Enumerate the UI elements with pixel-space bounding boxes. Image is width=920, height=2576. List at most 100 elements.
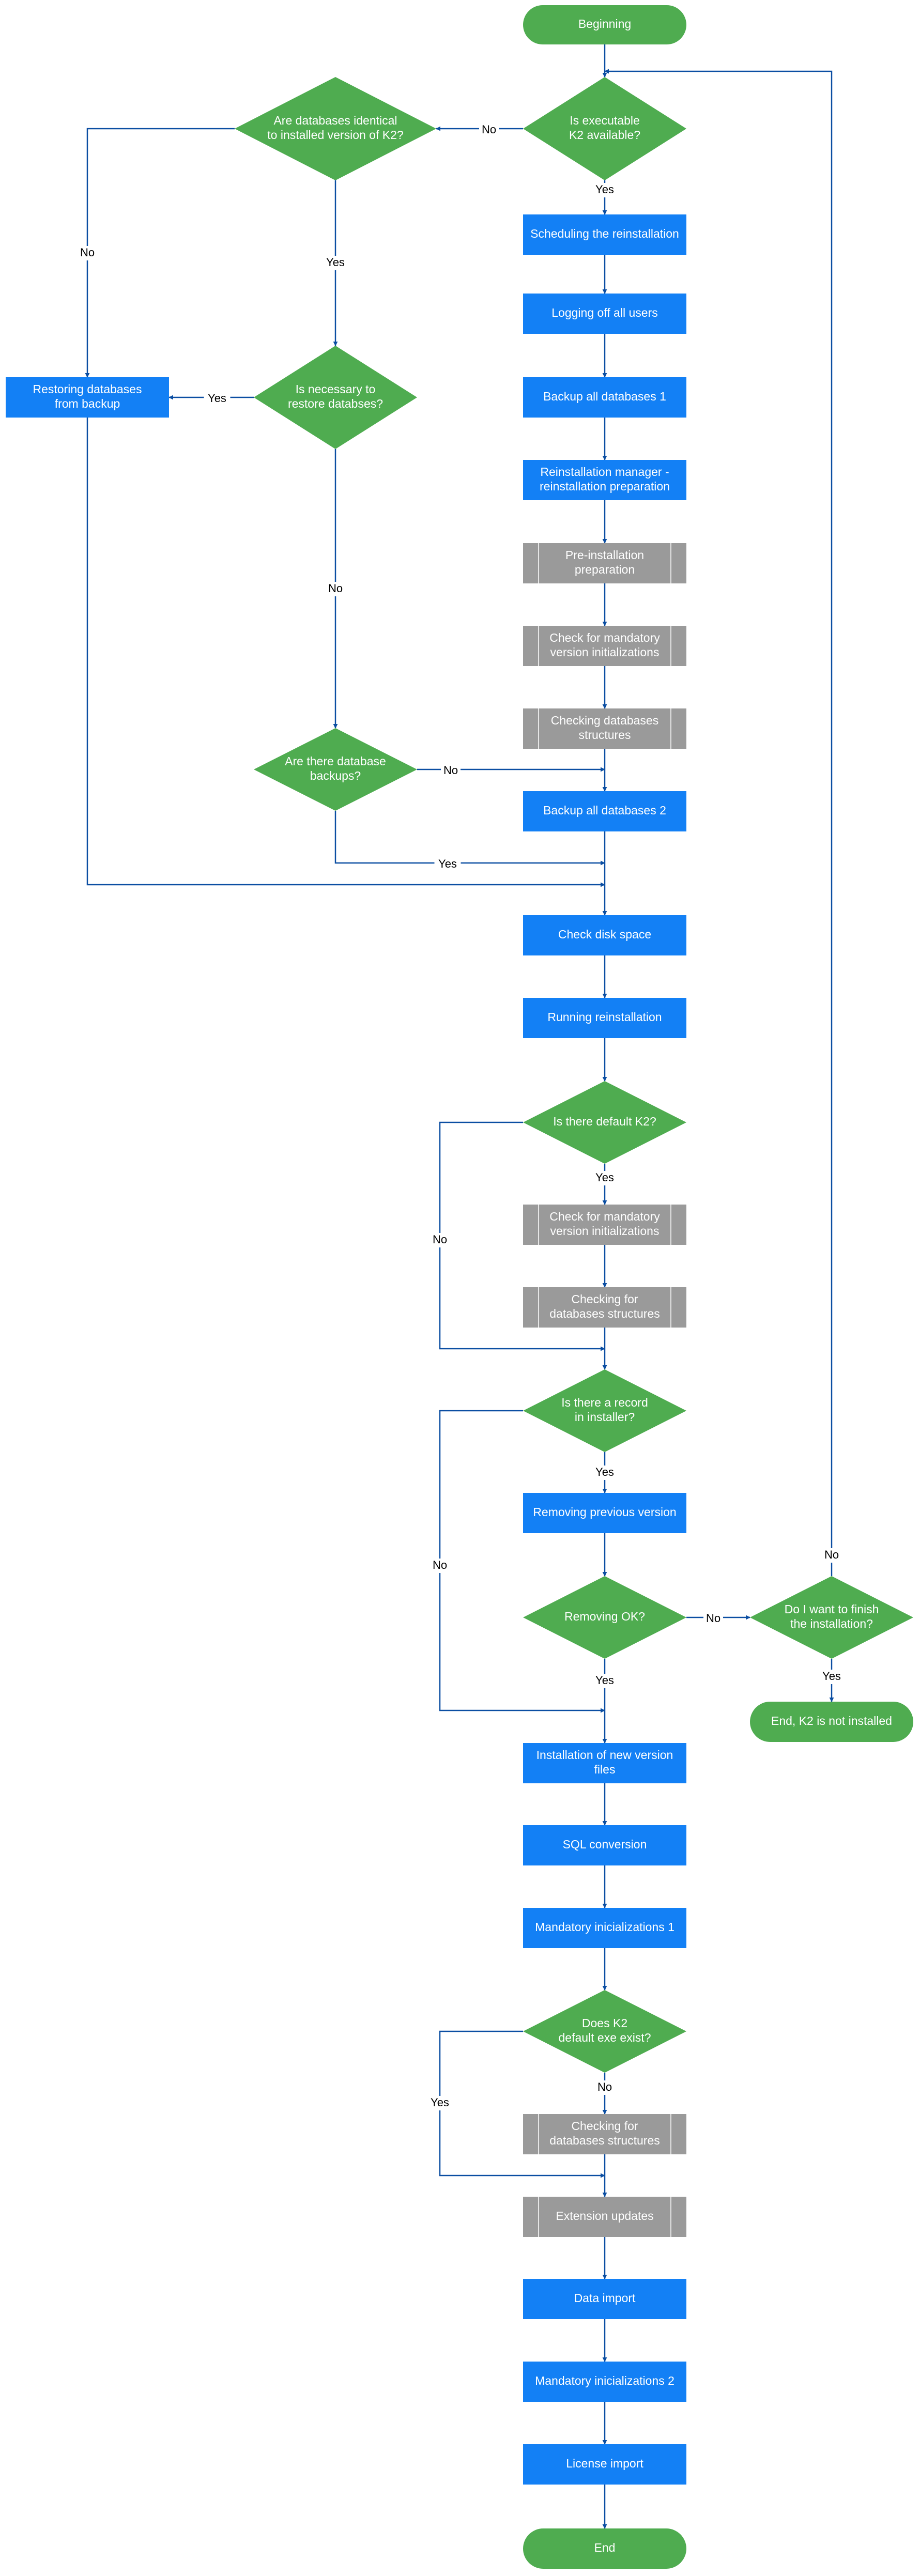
node-mand-init2[interactable]: Mandatory inicializations 2 bbox=[523, 2362, 686, 2402]
node-label-line: in installer? bbox=[575, 1410, 635, 1424]
edge-label-finish-inst-to-end-not-installed: Yes bbox=[818, 1670, 845, 1684]
node-label-line: Backup all databases 2 bbox=[543, 804, 666, 817]
node-backup2[interactable]: Backup all databases 2 bbox=[523, 791, 686, 831]
edge-label-text: Yes bbox=[822, 1670, 841, 1683]
node-removing-prev[interactable]: Removing previous version bbox=[523, 1493, 686, 1533]
node-default-k2[interactable]: Is there default K2? bbox=[523, 1081, 686, 1164]
edge-label-are-backups-to-backup2: No bbox=[441, 764, 461, 778]
process-box bbox=[523, 460, 686, 500]
node-label-line: Check for mandatory bbox=[549, 1210, 660, 1223]
node-sql-conv[interactable]: SQL conversion bbox=[523, 1825, 686, 1865]
node-license-import[interactable]: License import bbox=[523, 2444, 686, 2485]
edge-label-text: No bbox=[80, 246, 95, 259]
node-label-line: SQL conversion bbox=[563, 1838, 647, 1851]
edge-label-text: No bbox=[706, 1612, 720, 1625]
edge-label-removing-ok-to-finish-inst: No bbox=[703, 1612, 723, 1626]
node-label-line: Removing previous version bbox=[533, 1505, 676, 1519]
node-label-line: Data import bbox=[574, 2291, 636, 2305]
edge-label-default-exe-to-checking-db3: No bbox=[595, 2080, 615, 2095]
node-beginning[interactable]: Beginning bbox=[523, 5, 686, 44]
edge-label-record-inst-to-install-new: No bbox=[430, 1559, 450, 1573]
node-label-line: to installed version of K2? bbox=[267, 128, 403, 142]
process-box bbox=[523, 2444, 686, 2485]
node-scheduling[interactable]: Scheduling the reinstallation bbox=[523, 214, 686, 255]
edge-are-db-identical-to-restoring bbox=[85, 128, 235, 378]
edge-record-inst-to-install-new bbox=[439, 1410, 605, 1713]
node-label-line: Check for mandatory bbox=[549, 631, 660, 644]
decision-diamond bbox=[523, 1576, 686, 1659]
node-label-line: Running reinstallation bbox=[547, 1010, 662, 1024]
node-label-line: Pre-installation bbox=[565, 548, 644, 562]
edge-labels: NoYesNoYesYesNoNoYesYesNoYesNoYesNoYesNo… bbox=[78, 123, 845, 2110]
node-logging-off[interactable]: Logging off all users bbox=[523, 294, 686, 334]
node-reinst-mgr[interactable]: Reinstallation manager -reinstallation p… bbox=[523, 460, 686, 500]
node-label-line: Installation of new version bbox=[536, 1748, 673, 1762]
node-disk-space[interactable]: Check disk space bbox=[523, 915, 686, 955]
edge-label-background bbox=[204, 392, 231, 406]
decision-diamond bbox=[254, 728, 417, 811]
node-label-line: Checking databases bbox=[551, 714, 658, 727]
decision-diamond bbox=[523, 1081, 686, 1164]
subprocess-box bbox=[523, 543, 686, 583]
process-box bbox=[523, 791, 686, 831]
subprocess-box bbox=[523, 1205, 686, 1245]
subprocess-box bbox=[523, 1287, 686, 1328]
node-data-import[interactable]: Data import bbox=[523, 2279, 686, 2319]
subprocess-box bbox=[523, 2114, 686, 2154]
node-label-line: Is there a record bbox=[561, 1396, 648, 1409]
edge-label-default-k2-to-record-inst: No bbox=[430, 1233, 450, 1247]
edge-restoring-to-disk-space bbox=[86, 418, 605, 887]
node-label-line: preparation bbox=[575, 563, 635, 576]
node-running[interactable]: Running reinstallation bbox=[523, 998, 686, 1038]
edge-label-is-necessary-to-restoring: Yes bbox=[204, 392, 231, 406]
edge-label-is-necessary-to-are-backups: No bbox=[326, 582, 345, 596]
node-label-line: default exe exist? bbox=[558, 2031, 651, 2044]
edge-label-background bbox=[591, 183, 618, 197]
node-end[interactable]: End bbox=[523, 2528, 686, 2569]
edge-label-text: No bbox=[824, 1548, 839, 1561]
edge-label-text: No bbox=[433, 1233, 447, 1246]
process-box bbox=[523, 998, 686, 1038]
node-label-line: Beginning bbox=[578, 17, 631, 30]
node-mand-init1[interactable]: Mandatory inicializations 1 bbox=[523, 1908, 686, 1948]
node-label-line: reinstallation preparation bbox=[540, 480, 670, 493]
process-box bbox=[523, 915, 686, 955]
edge-label-background bbox=[78, 246, 97, 260]
node-ext-updates[interactable]: Extension updates bbox=[523, 2197, 686, 2237]
node-removing-ok[interactable]: Removing OK? bbox=[523, 1576, 686, 1659]
process-box bbox=[523, 2362, 686, 2402]
subprocess-box bbox=[523, 2197, 686, 2237]
edge-label-is-exe-to-scheduling: Yes bbox=[591, 183, 618, 197]
edge-label-are-backups-to-disk-space: Yes bbox=[434, 857, 461, 872]
node-label-line: Restoring databases bbox=[33, 382, 142, 396]
node-backup1[interactable]: Backup all databases 1 bbox=[523, 377, 686, 418]
node-label-line: files bbox=[594, 1763, 616, 1776]
decision-diamond bbox=[523, 1369, 686, 1452]
node-label-line: End bbox=[594, 2541, 616, 2554]
node-end-not-installed[interactable]: End, K2 is not installed bbox=[750, 1702, 913, 1742]
edge-label-text: Yes bbox=[438, 857, 457, 870]
edge-label-background bbox=[703, 1612, 723, 1626]
node-label-line: databases structures bbox=[549, 1307, 660, 1320]
edge-finish-inst-to-is-exe bbox=[604, 69, 833, 1576]
node-label-line: Mandatory inicializations 2 bbox=[535, 2374, 674, 2387]
node-label-line: Extension updates bbox=[556, 2209, 653, 2223]
subprocess-box bbox=[523, 708, 686, 749]
